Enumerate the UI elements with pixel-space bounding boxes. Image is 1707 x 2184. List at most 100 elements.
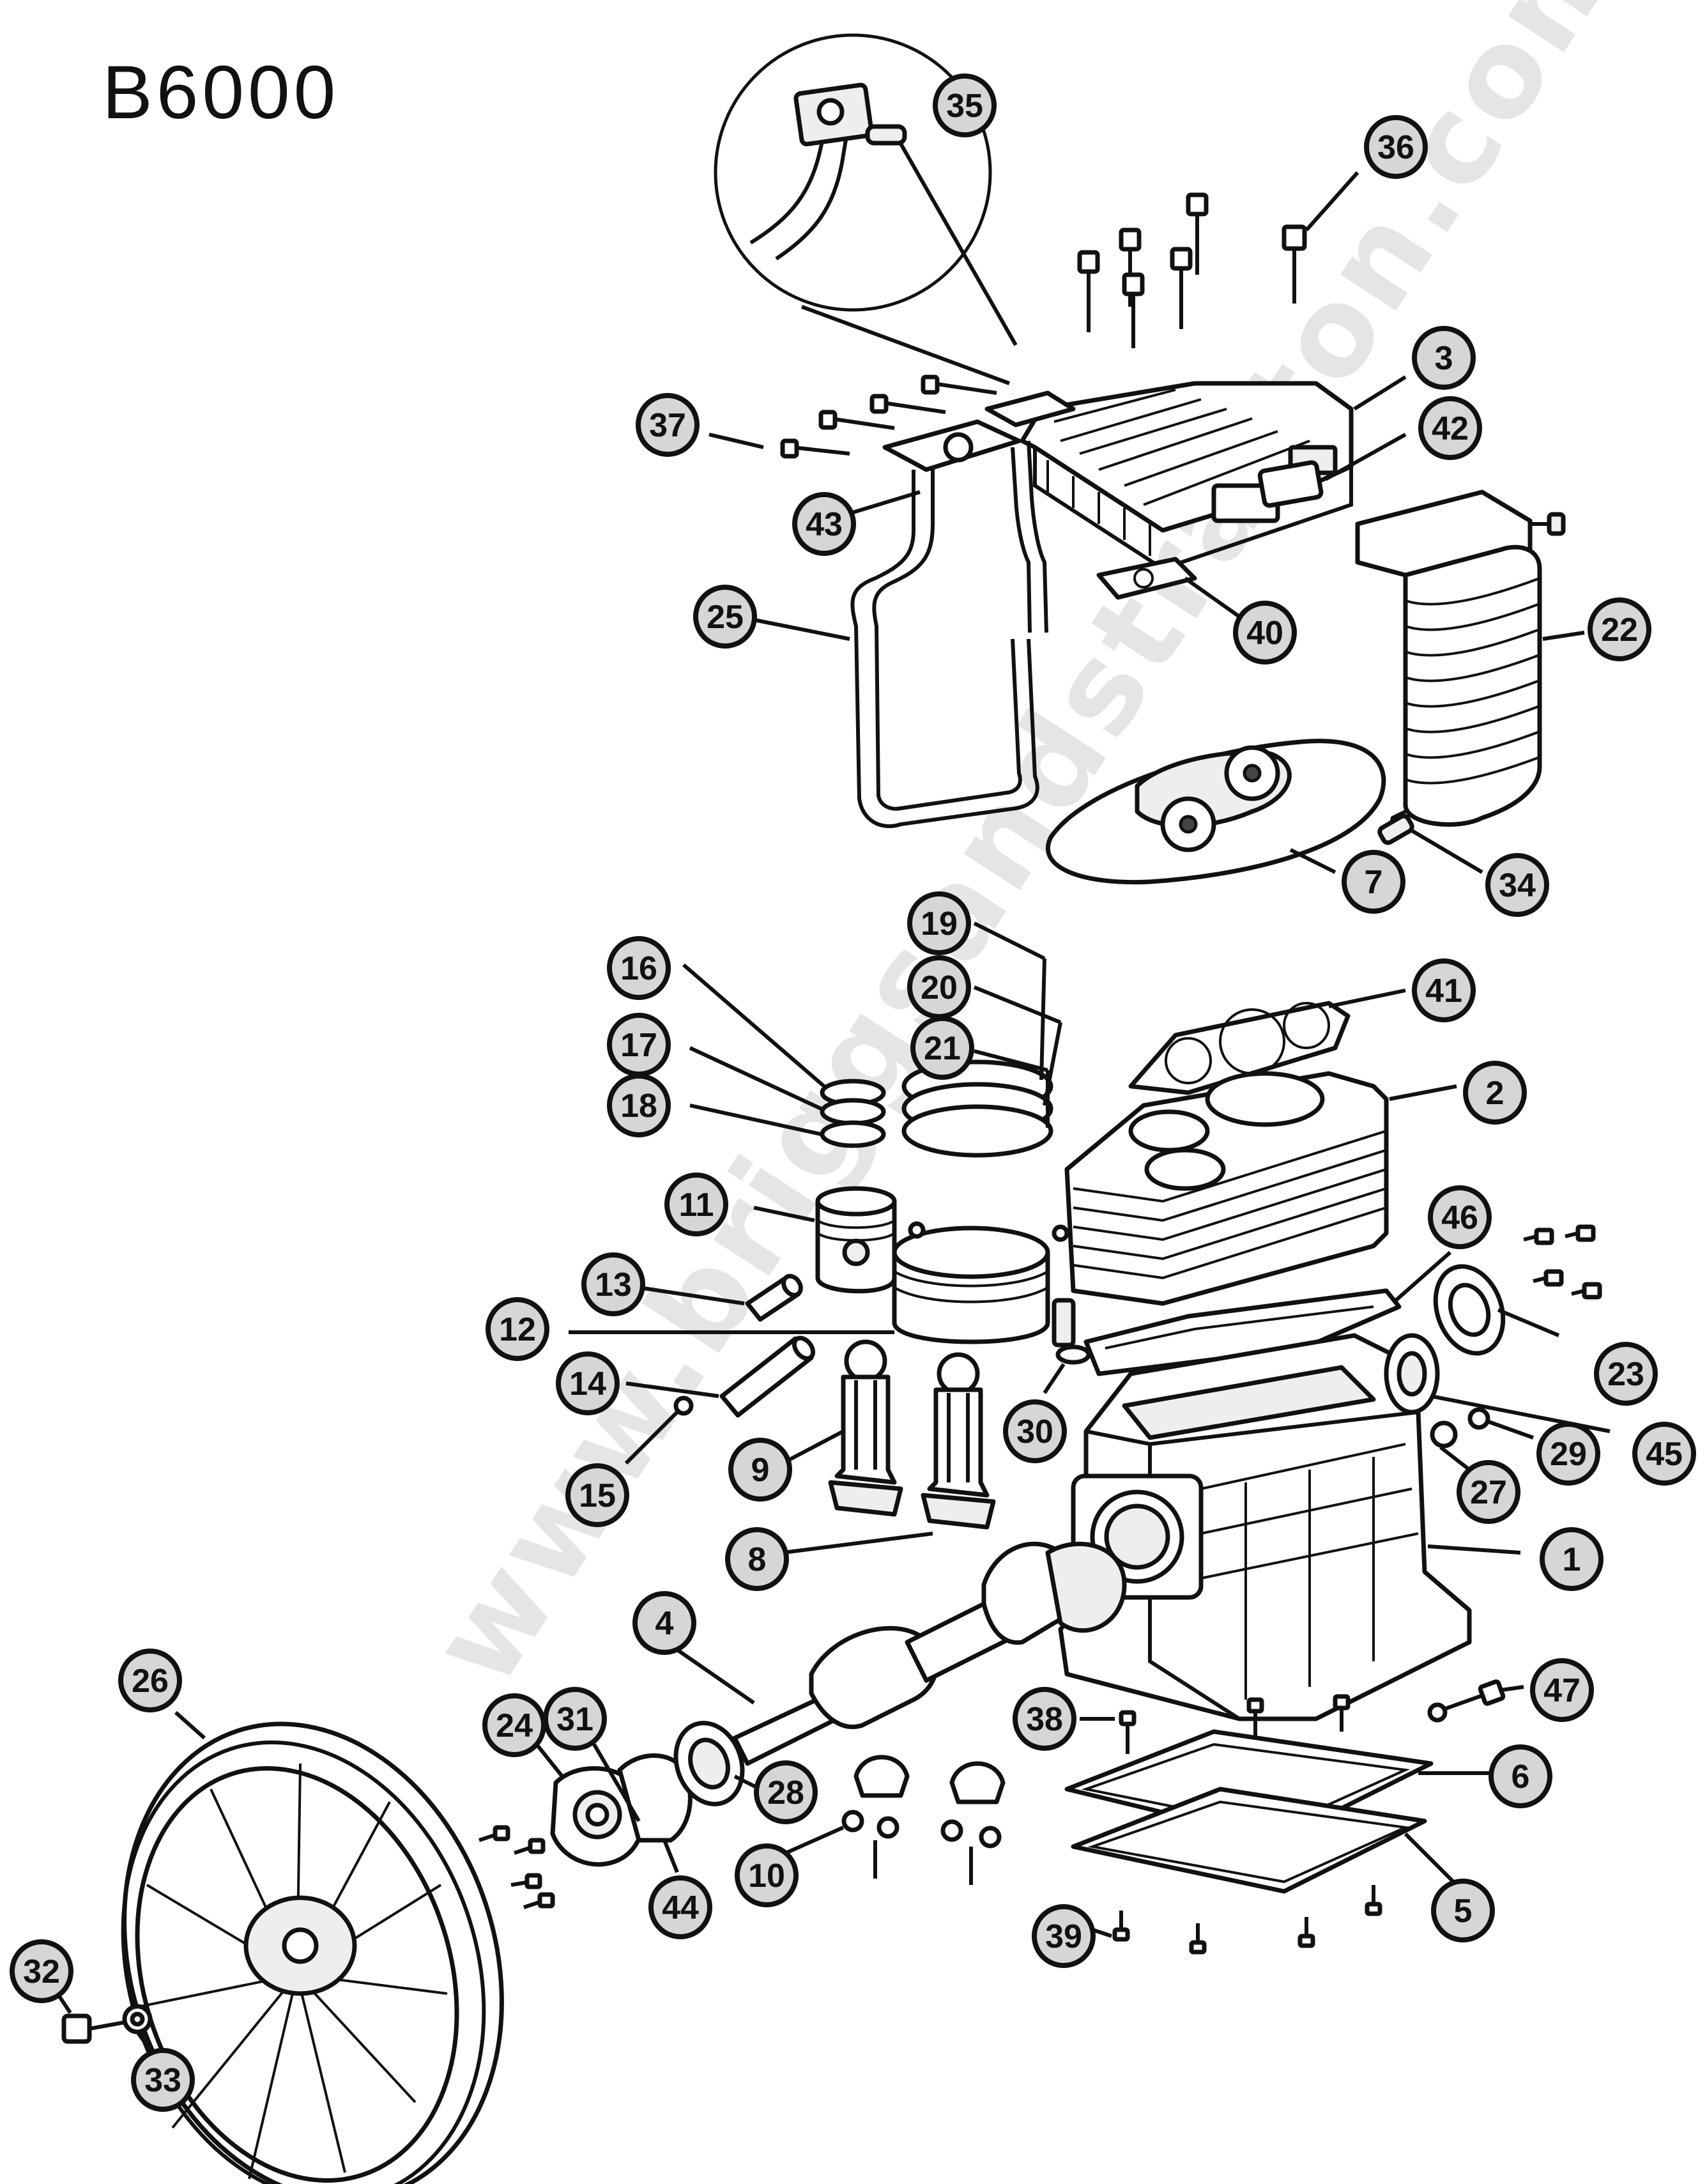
callout-32: 32 (10, 1939, 73, 2003)
callout-circle (754, 1760, 818, 1824)
callout-number: 9 (751, 1452, 770, 1489)
callout-number: 33 (144, 2062, 181, 2099)
callout-5: 5 (1431, 1879, 1495, 1942)
callout-circle (725, 1527, 789, 1591)
callout-44: 44 (648, 1875, 712, 1939)
callout-18: 18 (607, 1073, 671, 1137)
callout-circle (607, 936, 671, 1000)
callout-number: 12 (499, 1311, 536, 1348)
callout-number: 3 (1435, 340, 1453, 377)
callout-circle (1418, 396, 1482, 460)
callout-number: 6 (1512, 1758, 1530, 1796)
cylinder-block (1064, 1071, 1457, 1306)
callout-33: 33 (131, 2048, 195, 2112)
callout-number: 27 (1470, 1474, 1507, 1511)
callout-circle (1013, 1687, 1076, 1751)
side-bolt (1427, 1679, 1524, 1723)
base-gasket (1083, 1250, 1451, 1376)
callout-number: 26 (132, 1663, 169, 1700)
callout-circle (1431, 1879, 1495, 1942)
callout-circle (735, 1843, 799, 1907)
callout-number: 28 (767, 1774, 804, 1811)
callout-number: 2 (1486, 1075, 1504, 1112)
callout-number: 17 (620, 1027, 657, 1064)
callout-34: 34 (1485, 853, 1549, 917)
callout-number: 1 (1563, 1541, 1581, 1578)
callout-number: 40 (1246, 615, 1283, 652)
callout-29: 29 (1536, 1422, 1600, 1486)
transfer-manifold (708, 374, 1076, 829)
callout-circle (1632, 1422, 1696, 1486)
callout-45: 45 (1632, 1422, 1696, 1486)
callout-circle (1588, 597, 1651, 661)
callout-4: 4 (632, 1591, 696, 1655)
callout-circle (1485, 853, 1549, 917)
valve-plate (1045, 739, 1483, 885)
callout-36: 36 (1364, 115, 1428, 179)
callout-37: 37 (636, 393, 700, 457)
callout-24: 24 (482, 1693, 546, 1757)
crankshaft (670, 1541, 1127, 1766)
callout-circle (581, 1252, 645, 1316)
callout-31: 31 (543, 1687, 607, 1751)
callout-number: 8 (748, 1541, 767, 1578)
callout-number: 30 (1016, 1413, 1053, 1450)
callout-number: 5 (1454, 1893, 1473, 1930)
callout-27: 27 (1457, 1460, 1520, 1524)
callout-circle (1412, 958, 1476, 1022)
callout-6: 6 (1489, 1744, 1552, 1808)
callout-16: 16 (607, 936, 671, 1000)
callout-number: 37 (649, 407, 686, 444)
callout-9: 9 (728, 1438, 792, 1502)
callout-circle (1457, 1460, 1520, 1524)
diagram-title: B6000 (102, 50, 339, 135)
callout-circle (482, 1693, 546, 1757)
callout-number: 7 (1365, 864, 1383, 901)
callout-circle (1412, 326, 1476, 390)
callout-41: 41 (1412, 958, 1476, 1022)
callout-number: 13 (595, 1266, 632, 1303)
callout-40: 40 (1233, 601, 1297, 665)
callout-circle (10, 1939, 73, 2003)
callout-circle (636, 393, 700, 457)
callout-circle (1463, 1061, 1527, 1125)
callout-7: 7 (1342, 850, 1405, 914)
callout-layer: 1234567891011121314151617181920212223242… (10, 73, 1696, 2112)
callout-number: 36 (1377, 129, 1414, 166)
callout-circle (728, 1438, 792, 1502)
callout-circle (933, 73, 997, 137)
callout-circle (1536, 1422, 1600, 1486)
callout-number: 41 (1425, 973, 1462, 1010)
callout-number: 43 (806, 506, 843, 543)
callout-circle (1032, 1904, 1096, 1968)
callout-number: 39 (1045, 1918, 1082, 1955)
connecting-rods (781, 1339, 996, 1555)
callout-number: 16 (620, 950, 657, 987)
callout-38: 38 (1013, 1687, 1076, 1751)
callout-47: 47 (1530, 1658, 1594, 1722)
cylinder-gasket (1128, 988, 1406, 1095)
callout-circle (1364, 115, 1428, 179)
callout-39: 39 (1032, 1904, 1096, 1968)
flywheel (121, 1711, 504, 2184)
pistons (569, 1186, 1069, 1465)
callout-3: 3 (1412, 326, 1476, 390)
callout-number: 14 (569, 1365, 606, 1403)
callout-circle (792, 492, 856, 556)
callout-35: 35 (933, 73, 997, 137)
callout-circle (648, 1875, 712, 1939)
callout-10: 10 (735, 1843, 799, 1907)
callout-circle (910, 1016, 974, 1080)
callout-number: 10 (748, 1857, 785, 1895)
callout-number: 44 (662, 1889, 699, 1926)
callout-number: 46 (1441, 1199, 1478, 1236)
callout-number: 34 (1499, 867, 1536, 904)
callout-number: 35 (946, 88, 983, 125)
callout-17: 17 (607, 1013, 671, 1077)
callout-circle (1489, 1744, 1552, 1808)
callout-20: 20 (907, 955, 971, 1019)
callout-circle (1342, 850, 1405, 914)
callout-circle (1594, 1342, 1658, 1406)
callout-2: 2 (1463, 1061, 1527, 1125)
callout-circle (1530, 1658, 1594, 1722)
